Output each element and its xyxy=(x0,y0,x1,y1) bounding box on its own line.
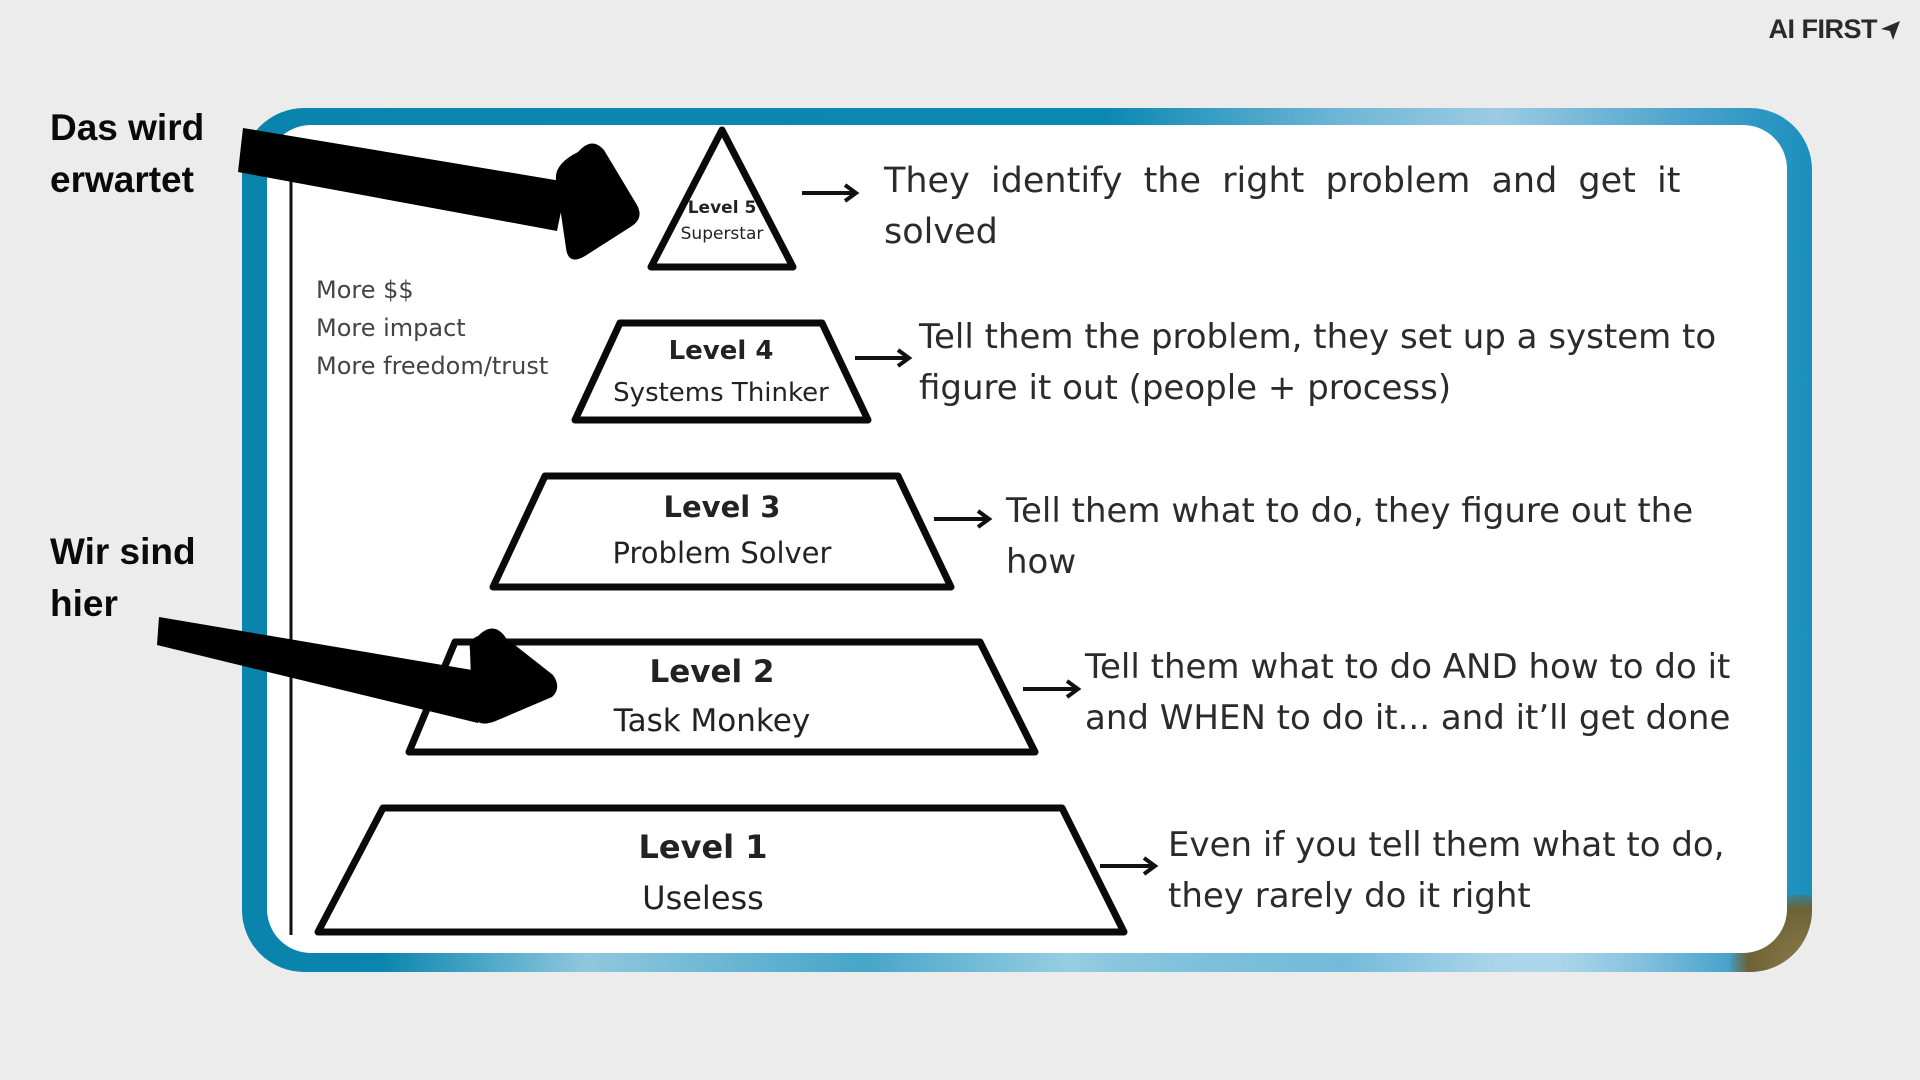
level-2-name: Task Monkey xyxy=(613,703,811,739)
level-1-description: Even if you tell them what to do, they r… xyxy=(1168,820,1725,922)
level-1-description-line2: they rarely do it right xyxy=(1168,876,1531,916)
level-3-shape xyxy=(489,472,955,591)
level-2-title: Level 2 xyxy=(649,654,775,690)
level-1-arrow-icon xyxy=(1100,856,1159,876)
level-3-description: Tell them what to do, they figure out th… xyxy=(1006,486,1693,588)
level-5-title: Level 5 xyxy=(687,198,757,218)
level-3-label: Level 3 Problem Solver xyxy=(522,484,922,576)
level-5-shape xyxy=(647,126,797,271)
level-2-shape xyxy=(405,638,1039,756)
level-4-shape xyxy=(571,319,872,424)
level-2-label: Level 2 Task Monkey xyxy=(512,648,912,746)
level-1-description-line1: Even if you tell them what to do, xyxy=(1168,825,1725,865)
level-4-label: Level 4 Systems Thinker xyxy=(590,330,852,414)
level-5-name: Superstar xyxy=(680,224,764,244)
level-5-description: They identify the right problem and get … xyxy=(884,156,1680,258)
level-1-label: Level 1 Useless xyxy=(503,822,903,924)
level-5-label: Level 5 Superstar xyxy=(662,195,782,247)
expected-callout-line1: Das wird xyxy=(50,107,205,148)
level-3-name: Problem Solver xyxy=(612,536,832,570)
current-callout-line1: Wir sind xyxy=(50,531,196,572)
level-5-description-line1: They identify the right problem and get … xyxy=(884,161,1681,201)
axis-label-impact: More impact xyxy=(316,314,466,342)
level-1-name: Useless xyxy=(642,879,764,917)
frame-texture xyxy=(380,950,1760,972)
level-5-description-line2: solved xyxy=(884,212,998,252)
current-callout: Wir sind hier xyxy=(50,526,196,630)
level-4-description-line1: Tell them the problem, they set up a sys… xyxy=(919,317,1717,357)
brand-logo: AI FIRST xyxy=(1769,14,1902,45)
logo-text: AI FIRST xyxy=(1768,14,1878,44)
axis-label-money: More $$ xyxy=(316,276,414,304)
growth-axis-labels: More $$ More impact More freedom/trust xyxy=(316,271,548,385)
expected-callout: Das wird erwartet xyxy=(50,102,204,206)
level-1-title: Level 1 xyxy=(638,828,768,866)
level-2-description-line1: Tell them what to do AND how to do it xyxy=(1085,647,1731,687)
level-2-description-line2: and WHEN to do it... and it’ll get done xyxy=(1085,698,1731,738)
level-5-arrow-icon xyxy=(802,183,860,203)
current-callout-arrow-icon xyxy=(157,617,558,724)
level-3-description-line1: Tell them what to do, they figure out th… xyxy=(1006,491,1694,531)
level-3-title: Level 3 xyxy=(663,490,781,524)
paper-plane-arrow-icon xyxy=(1881,20,1900,40)
level-3-description-line2: how xyxy=(1006,542,1077,582)
current-callout-line2: hier xyxy=(50,583,118,624)
level-2-arrow-icon xyxy=(1023,679,1082,699)
level-4-name: Systems Thinker xyxy=(613,378,829,408)
level-4-arrow-icon xyxy=(855,348,913,368)
level-4-description: Tell them the problem, they set up a sys… xyxy=(919,312,1716,414)
axis-label-freedom: More freedom/trust xyxy=(316,352,549,380)
expected-callout-line2: erwartet xyxy=(50,159,194,200)
level-3-arrow-icon xyxy=(934,509,993,529)
level-1-shape xyxy=(314,804,1128,936)
level-4-description-line2: figure it out (people + process) xyxy=(919,368,1452,408)
expected-callout-arrow-icon xyxy=(238,128,640,260)
level-4-title: Level 4 xyxy=(668,336,774,366)
level-2-description: Tell them what to do AND how to do it an… xyxy=(1085,642,1730,744)
